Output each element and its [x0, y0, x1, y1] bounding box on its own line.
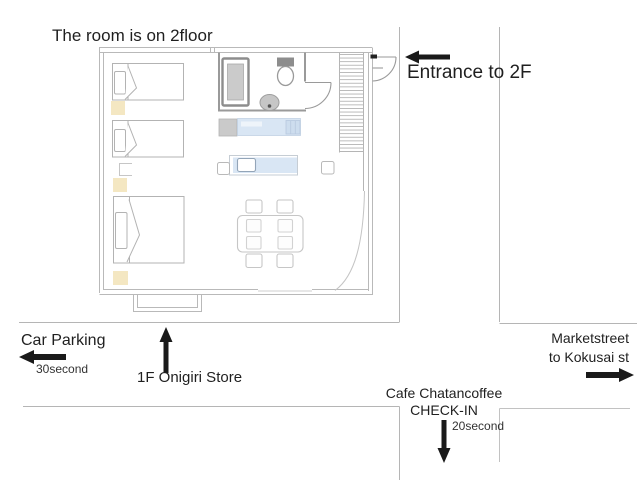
single-bed-2: [112, 120, 184, 158]
stool-right: [321, 161, 335, 175]
dining-set: [236, 199, 304, 269]
balcony: [133, 294, 202, 312]
onigiri-store-label: 1F Onigiri Store: [137, 369, 243, 386]
light-1: [111, 101, 125, 115]
beds: [112, 63, 185, 264]
light-markers: [111, 101, 128, 285]
market-street-arrow-icon: [586, 368, 634, 382]
kitchen: [217, 118, 335, 176]
map-title: The room is on 2floor: [52, 26, 213, 45]
car-parking-time-label: 30second: [36, 362, 89, 376]
check-in-arrow-icon: [437, 420, 451, 463]
room-walls: [99, 47, 373, 295]
bathroom: [218, 52, 332, 112]
onigiri-store-arrow-icon: [159, 327, 173, 373]
double-bed: [113, 196, 185, 264]
bathtub: [221, 57, 250, 107]
light-3: [113, 271, 128, 285]
direction-arrows: [19, 50, 634, 463]
single-bed-1: [112, 63, 184, 101]
washing-machine: [218, 118, 238, 137]
chair: [245, 199, 263, 214]
chair: [276, 253, 294, 269]
street-lines: [19, 27, 637, 480]
stool-left: [217, 162, 230, 175]
entrance-door: [370, 54, 397, 82]
car-parking-label: Car Parking: [21, 332, 106, 349]
bathroom-door: [304, 81, 332, 110]
toilet: [276, 57, 295, 87]
entrance-arrow-icon: [405, 50, 450, 64]
market-street-label: Marketstreet to Kokusai st: [509, 329, 629, 367]
market-street-line2: to Kokusai st: [548, 349, 629, 365]
night-table: [119, 163, 132, 176]
car-parking-arrow-icon: [19, 350, 66, 364]
light-2: [113, 178, 127, 192]
check-in-line: CHECK-IN: [410, 402, 478, 418]
stairs: [339, 52, 364, 191]
kitchen-island: [229, 155, 298, 176]
island-sink: [236, 157, 257, 173]
cafe-name-line: Cafe Chatancoffee: [385, 385, 503, 401]
chair: [245, 253, 263, 269]
terrace-door-swing: [334, 190, 365, 291]
check-in-label: Cafe Chatancoffee CHECK-IN: [384, 385, 504, 419]
wash-basin-icon: [259, 94, 280, 111]
check-in-time-label: 20second: [452, 419, 505, 433]
stove: [285, 120, 301, 135]
entrance-label: Entrance to 2F: [407, 62, 532, 83]
market-street-line1: Marketstreet: [551, 330, 629, 346]
chair: [276, 199, 294, 214]
